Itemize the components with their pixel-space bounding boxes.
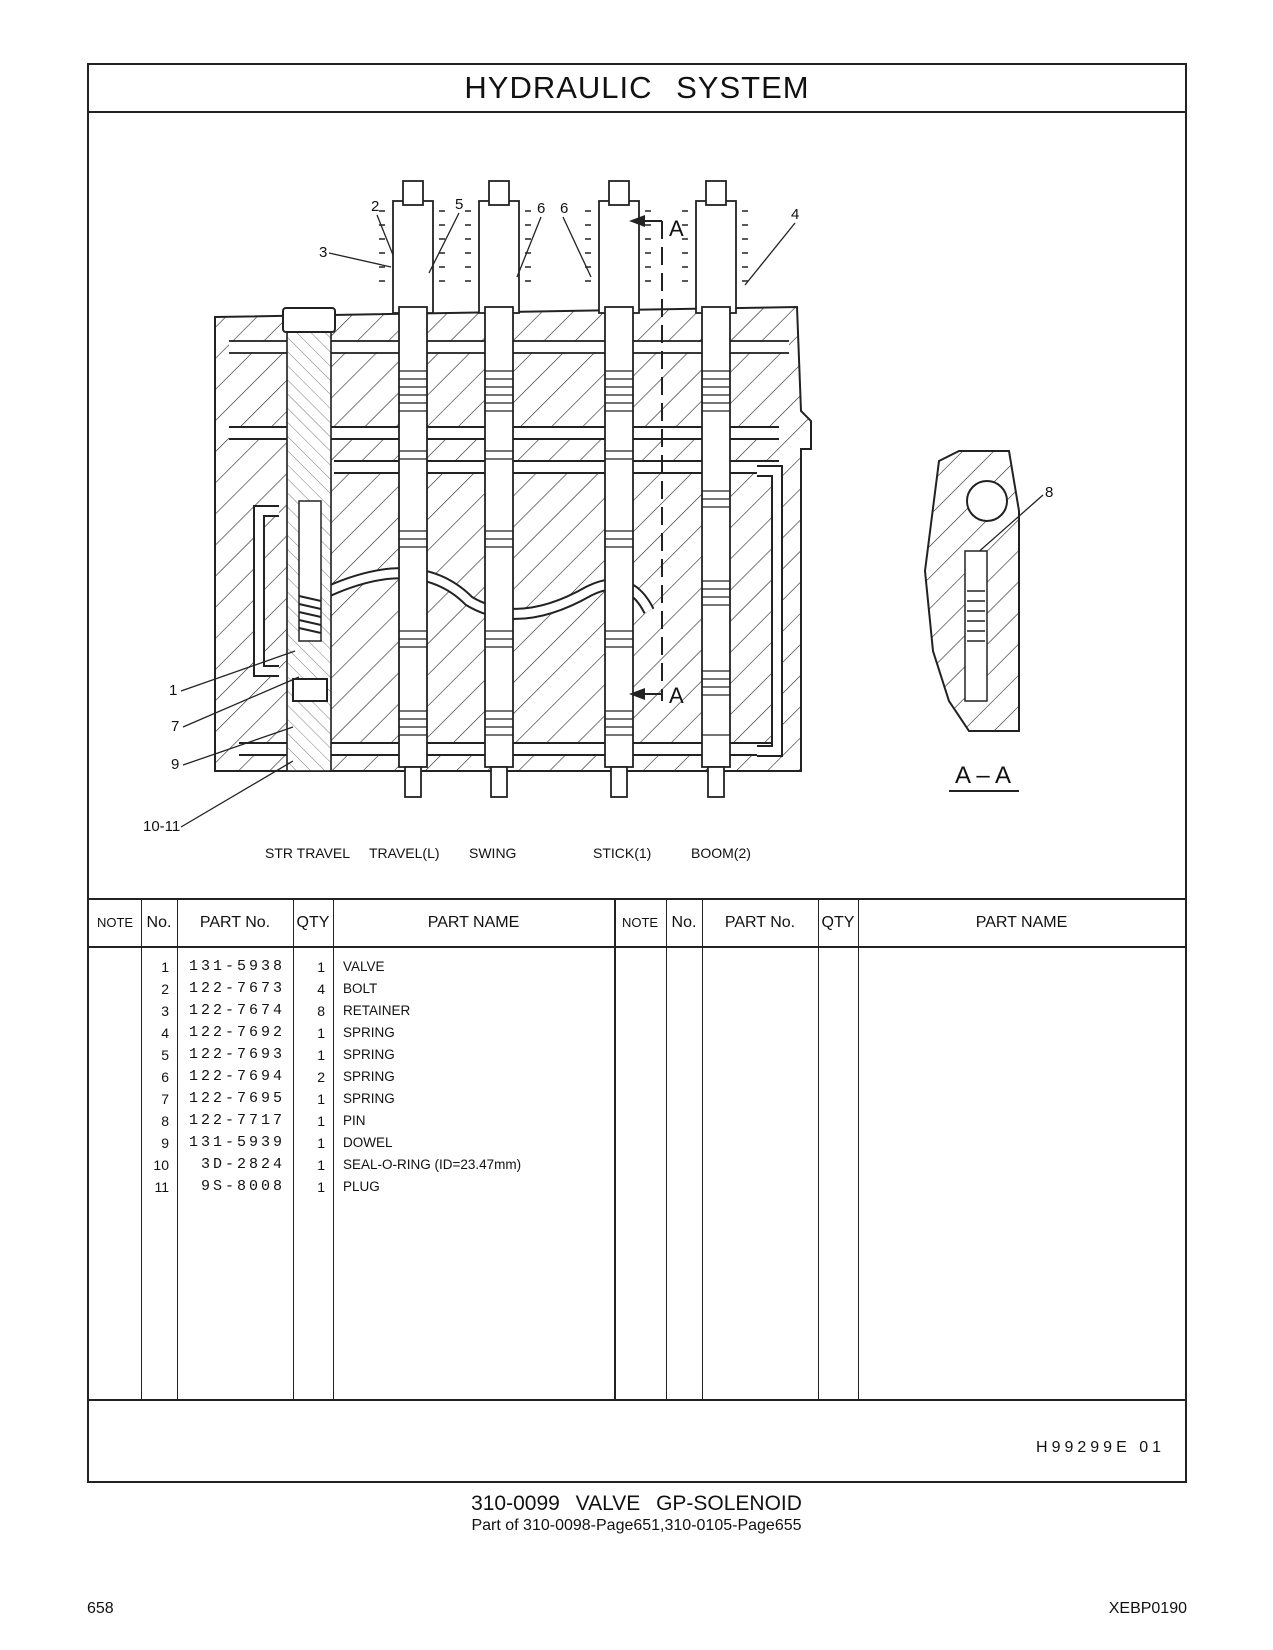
row-number: 11 bbox=[154, 1179, 169, 1195]
row-part-name: SPRING bbox=[343, 1091, 395, 1106]
col-qty: QTY bbox=[296, 914, 330, 931]
row-part-number: 3D-2824 bbox=[200, 1156, 285, 1173]
group-subcaption: Part of 310-0098-Page651,310-0105-Page65… bbox=[471, 1517, 802, 1534]
row-part-number: 131-5938 bbox=[188, 958, 285, 975]
row-part-name: BOLT bbox=[343, 981, 378, 996]
callout-3: 3 bbox=[319, 244, 327, 261]
parts-table: NOTE No. PART No. QTY PART NAME NOTE No.… bbox=[89, 898, 1185, 1401]
label-boom-2: BOOM(2) bbox=[691, 845, 751, 861]
col-qty-2: QTY bbox=[821, 914, 855, 931]
divider bbox=[177, 900, 178, 1399]
row-number: 4 bbox=[161, 1025, 169, 1041]
row-part-number: 122-7693 bbox=[188, 1046, 285, 1063]
callout-7: 7 bbox=[171, 718, 179, 735]
row-number: 3 bbox=[161, 1003, 169, 1019]
row-part-name: SPRING bbox=[343, 1047, 395, 1062]
row-quantity: 1 bbox=[317, 1157, 325, 1173]
row-part-number: 9S-8008 bbox=[200, 1178, 285, 1195]
row-number: 6 bbox=[161, 1069, 169, 1085]
row-number: 5 bbox=[161, 1047, 169, 1063]
callout-4: 4 bbox=[791, 206, 799, 223]
row-part-name: PLUG bbox=[343, 1179, 380, 1194]
row-quantity: 1 bbox=[317, 1179, 325, 1195]
row-part-name: DOWEL bbox=[343, 1135, 393, 1150]
divider bbox=[293, 900, 294, 1399]
group-caption: 310-0099 VALVE GP-SOLENOID bbox=[471, 1492, 802, 1515]
divider bbox=[333, 900, 334, 1399]
callout-5: 5 bbox=[455, 196, 463, 213]
callout-2: 2 bbox=[371, 198, 379, 215]
callout-8: 8 bbox=[1045, 484, 1053, 501]
divider bbox=[141, 900, 142, 1399]
row-part-number: 122-7673 bbox=[188, 980, 285, 997]
callout-10-11: 10-11 bbox=[143, 818, 180, 835]
section-mark-bottom: A bbox=[669, 683, 684, 708]
row-number: 10 bbox=[153, 1157, 169, 1173]
row-quantity: 4 bbox=[317, 981, 325, 997]
document-id: XEBP0190 bbox=[1108, 1600, 1187, 1617]
label-swing: SWING bbox=[469, 845, 516, 861]
divider bbox=[818, 900, 819, 1399]
row-number: 9 bbox=[161, 1135, 169, 1151]
row-quantity: 1 bbox=[317, 959, 325, 975]
parts-frame: HYDRAULIC SYSTEM bbox=[87, 63, 1187, 1483]
label-str-travel: STR TRAVEL bbox=[265, 845, 350, 861]
row-part-number: 122-7717 bbox=[188, 1112, 285, 1129]
col-part-no-2: PART No. bbox=[724, 914, 796, 931]
row-number: 1 bbox=[161, 959, 169, 975]
row-quantity: 1 bbox=[317, 1047, 325, 1063]
col-no-2: No. bbox=[671, 914, 697, 931]
page-number: 658 bbox=[87, 1600, 114, 1617]
valve-drawing: A A 2 5 6 6 4 3 1 7 9 10-11 8 bbox=[89, 111, 1185, 898]
row-number: 2 bbox=[161, 981, 169, 997]
divider bbox=[666, 900, 667, 1399]
row-part-number: 122-7692 bbox=[188, 1024, 285, 1041]
callout-9: 9 bbox=[171, 756, 179, 773]
row-part-name: RETAINER bbox=[343, 1003, 411, 1018]
row-part-number: 122-7674 bbox=[188, 1002, 285, 1019]
row-number: 8 bbox=[161, 1113, 169, 1129]
row-quantity: 2 bbox=[317, 1069, 325, 1085]
row-part-number: 122-7695 bbox=[188, 1090, 285, 1107]
section-view-label: A – A bbox=[955, 762, 1011, 789]
row-part-number: 122-7694 bbox=[188, 1068, 285, 1085]
page-title: HYDRAULIC SYSTEM bbox=[89, 65, 1185, 113]
row-part-name: SPRING bbox=[343, 1069, 395, 1084]
divider bbox=[858, 900, 859, 1399]
row-quantity: 1 bbox=[317, 1135, 325, 1151]
illustration-code: H99299E 01 bbox=[1036, 1439, 1165, 1456]
col-no: No. bbox=[146, 914, 172, 931]
col-part-name-2: PART NAME bbox=[975, 914, 1068, 931]
label-travel-l: TRAVEL(L) bbox=[369, 845, 440, 861]
row-quantity: 1 bbox=[317, 1025, 325, 1041]
callout-6b: 6 bbox=[560, 200, 568, 217]
row-part-name: VALVE bbox=[343, 959, 385, 974]
col-part-name: PART NAME bbox=[427, 914, 520, 931]
section-mark-top: A bbox=[669, 216, 684, 241]
col-part-no: PART No. bbox=[199, 914, 271, 931]
row-part-name: SEAL-O-RING (ID=23.47mm) bbox=[343, 1157, 522, 1172]
divider bbox=[614, 900, 616, 1399]
row-quantity: 1 bbox=[317, 1113, 325, 1129]
valve-cross-section: A A 2 5 6 6 4 3 1 7 9 10-11 8 bbox=[143, 180, 1053, 861]
col-note: NOTE bbox=[96, 915, 134, 930]
row-part-number: 131-5939 bbox=[188, 1134, 285, 1151]
row-part-name: SPRING bbox=[343, 1025, 395, 1040]
row-number: 7 bbox=[161, 1091, 169, 1107]
row-quantity: 8 bbox=[317, 1003, 325, 1019]
callout-6a: 6 bbox=[537, 200, 545, 217]
col-note-2: NOTE bbox=[621, 915, 659, 930]
divider bbox=[702, 900, 703, 1399]
header-divider bbox=[89, 946, 1185, 948]
label-stick-1: STICK(1) bbox=[593, 845, 651, 861]
row-part-name: PIN bbox=[343, 1113, 366, 1128]
row-quantity: 1 bbox=[317, 1091, 325, 1107]
callout-1: 1 bbox=[169, 682, 177, 699]
